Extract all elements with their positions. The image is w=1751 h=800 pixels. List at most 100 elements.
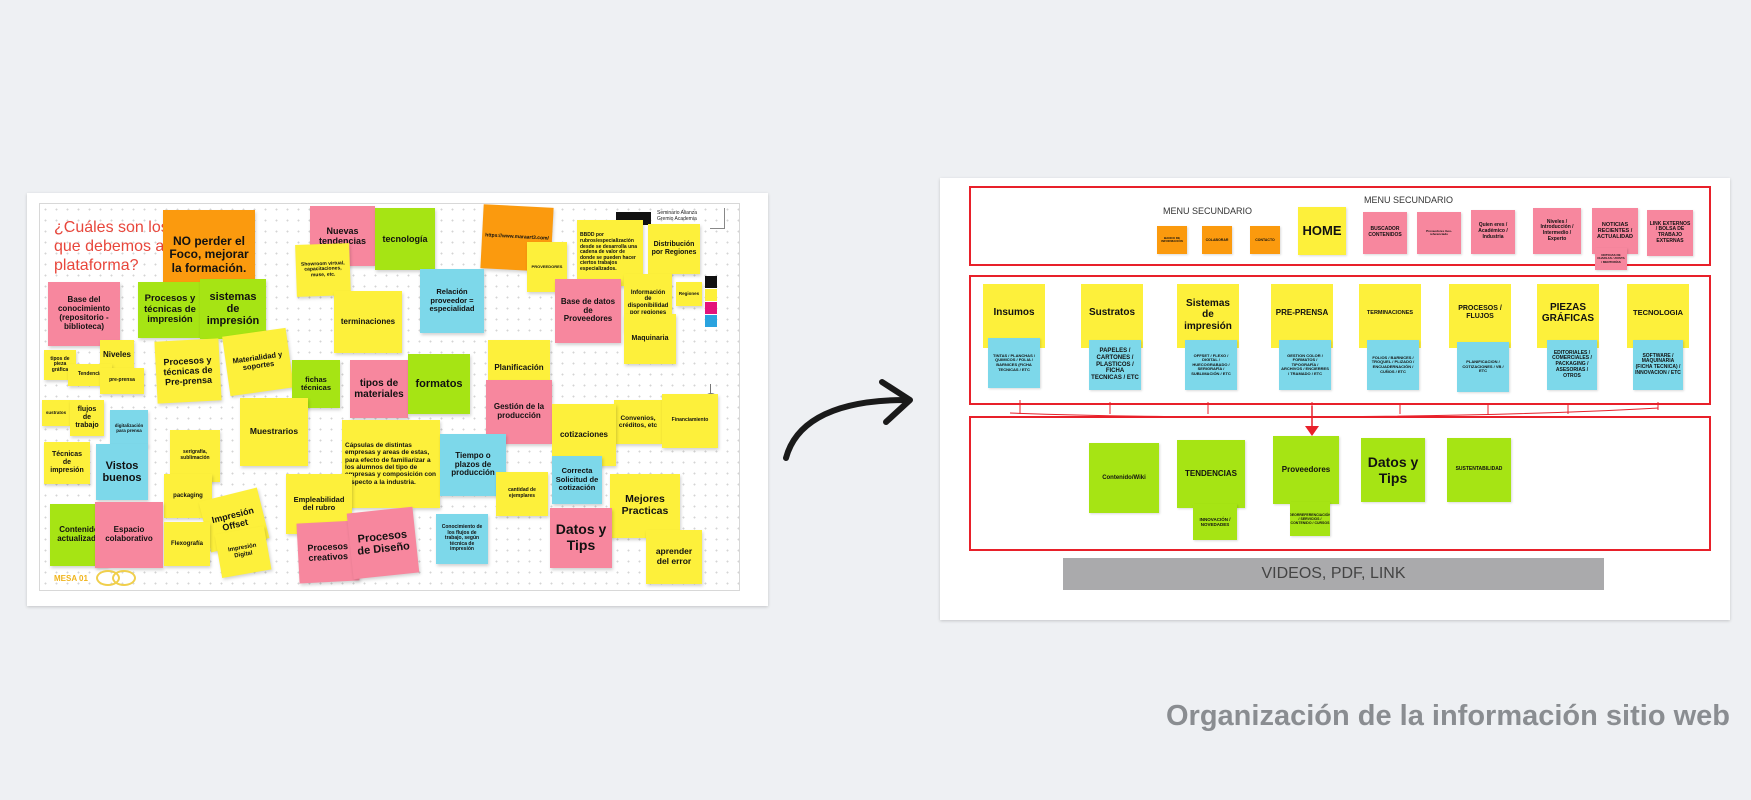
sticky-note: tipos de materiales: [350, 360, 408, 418]
media-bar: VIDEOS, PDF, LINK: [1063, 558, 1604, 590]
sticky-note: Showroom virtual, capacitaciones, muse, …: [295, 243, 351, 297]
category-column: [983, 284, 1045, 348]
category-subnote: OFFSET / FLEXO / DIGITAL / HUECOGRABADO …: [1185, 340, 1237, 390]
sticky-note: Vistos buenos: [96, 444, 148, 500]
section-item: Contenido/Wiki: [1089, 443, 1159, 513]
category-column: [1081, 284, 1143, 348]
section-item: TENDENCIAS: [1177, 440, 1245, 508]
section-item: SUSTENTABILIDAD: [1447, 438, 1511, 502]
sticky-note: Cápsulas de distintas empresas y areas d…: [342, 420, 440, 508]
category-column: [1359, 284, 1421, 348]
sticky-note: Procesos y técnicas de impresión: [138, 282, 202, 338]
category-title: PRE-PRENSA: [1275, 308, 1329, 318]
sticky-note-canvas: ¿Cuáles son los que debemos a plataforma…: [39, 203, 740, 591]
mesa-logo-2: [112, 570, 136, 586]
connector-line: [1009, 400, 1659, 436]
sticky-note: aprender del error: [646, 530, 702, 584]
slide-title: Organización de la información sitio web: [1166, 700, 1730, 732]
category-title: Sistemas de impresión: [1184, 297, 1232, 332]
category-subnote: EDITORIALES / COMERCIALES / PACKAGING / …: [1547, 340, 1597, 390]
category-title: Sustratos: [1088, 307, 1136, 319]
category-subnote: PLANIFICACION / COTIZACIONES / VB / ETC: [1457, 342, 1509, 392]
question-line-2: que debemos a: [54, 238, 165, 256]
header-note: Seminario Alianza Gremio Academia: [657, 210, 698, 222]
top-menu-item: Quien eres / Académico / Industria: [1471, 210, 1515, 254]
menu-frame: [969, 186, 1711, 266]
top-menu-subitem: NOTICIAS DE CHARLAS / AVISTA / MENTORÍAS: [1595, 248, 1627, 270]
sticky-note: Financiamiento: [662, 394, 718, 448]
sticky-note: Impresión Digital: [214, 525, 272, 579]
sections-frame: [969, 416, 1711, 551]
sticky-note: Tiempo o plazos de producción: [440, 434, 506, 496]
category-column: [1449, 284, 1511, 348]
category-title: TECNOLOGIA: [1633, 307, 1683, 317]
sticky-note: pre-prensa: [100, 368, 144, 394]
sticky-note: digitalización para prensa: [110, 410, 148, 446]
secondary-menu-item: CONTACTO: [1250, 226, 1280, 254]
sticky-note: Procesos de Diseño: [346, 506, 420, 580]
category-column: [1627, 284, 1689, 348]
section-item: Proveedores: [1273, 436, 1339, 504]
section-item: Datos y Tips: [1361, 438, 1425, 502]
home-menu-item: HOME: [1298, 207, 1346, 255]
sticky-note: Maquinaria: [624, 314, 676, 364]
sticky-note: cantidad de ejemplares: [496, 472, 548, 516]
sticky-note: Convenios, créditos, etc: [614, 400, 662, 444]
sticky-note: tecnología: [375, 208, 435, 270]
category-title: PIEZAS GRÁFICAS: [1541, 301, 1595, 325]
category-title: Insumos: [993, 307, 1035, 319]
category-subnote: FOLIOS / BARNICES / TROQUEL / PLIZADO / …: [1367, 340, 1419, 390]
sticky-note: Materialidad y soportes: [222, 327, 294, 397]
sticky-note: formatos: [408, 354, 470, 414]
question-text: ¿Cuáles son los que debemos a plataforma…: [54, 218, 169, 276]
top-menu-item: Proveedores Geo-referenciado: [1417, 212, 1461, 254]
right-board-screenshot: MENU SECUNDARIO MENU SECUNDARIO BANCO DE…: [940, 178, 1730, 620]
category-column: [1271, 284, 1333, 348]
category-subnote: GESTION COLOR / FORMATOS / TIPOGRAFÍA / …: [1279, 340, 1331, 390]
sticky-note: Base de datos de Proveedores: [555, 279, 621, 343]
swatch-black: [705, 276, 717, 288]
categories-frame: [969, 275, 1711, 405]
category-title: TERMINACIONES: [1366, 309, 1414, 316]
sticky-note: terminaciones: [334, 291, 402, 353]
sticky-note: Flexografía: [164, 522, 210, 566]
sticky-note: Distribución por Regiones: [648, 224, 700, 274]
section-subnote: INNOVACIÓN / NOVEDADES: [1193, 504, 1237, 540]
sticky-note: cotizaciones: [552, 404, 616, 466]
arrow-icon: [783, 379, 913, 461]
sticky-note: flujos de trabajo: [70, 400, 104, 436]
sticky-note: Correcta Solicitud de cotización: [552, 456, 602, 504]
category-title: PROCESOS / FLUJOS: [1458, 304, 1502, 320]
sticky-note: Base del conocimiento (repositorio - bib…: [48, 282, 120, 346]
sticky-note: Relación proveedor = especialidad: [420, 269, 484, 333]
question-line-3: plataforma?: [54, 257, 139, 275]
sticky-note: Gestión de la producción: [486, 380, 552, 444]
top-menu-item: Niveles / Introducción / Intermedio / Ex…: [1533, 208, 1581, 254]
swatch-cyan: [705, 315, 717, 327]
category-column: [1177, 284, 1239, 348]
section-subnote: GEORREFERENCIACIÓN / SERVICIOS / CONTENI…: [1290, 502, 1330, 536]
menu-label-right: MENU SECUNDARIO: [1364, 195, 1454, 205]
question-line-1: ¿Cuáles son los: [54, 219, 169, 236]
swatch-magenta: [705, 302, 717, 314]
sticky-note: Técnicas de impresión: [44, 442, 90, 484]
sticky-note: sustratos: [42, 400, 70, 426]
top-menu-item: BUSCADOR CONTENIDOS: [1363, 212, 1407, 254]
sticky-note: Conocimiento de los flujos de trabajo, s…: [436, 514, 488, 564]
sticky-note: serigrafía, sublimación: [170, 430, 220, 482]
sticky-note: sistemas de impresión: [200, 279, 266, 339]
sticky-note: Datos y Tips: [550, 508, 612, 568]
frame-corner: [710, 208, 725, 229]
top-menu-item: LINK EXTERNOS / BOLSA DE TRABAJO EXTERNA…: [1647, 210, 1693, 256]
top-menu-item: NOTICIAS RECIENTES / ACTUALIDAD: [1592, 208, 1638, 254]
category-subnote: SOFTWARE / MAQUINARIA (FICHA TECNICA) / …: [1633, 340, 1683, 390]
left-board-screenshot: ¿Cuáles son los que debemos a plataforma…: [27, 193, 768, 606]
category-subnote: TINTAS / PLANCHAS / QUIMICOS / FOLIA / B…: [988, 338, 1040, 388]
menu-label-left: MENU SECUNDARIO: [1163, 206, 1253, 216]
sticky-note: Espacio colaborativo: [95, 502, 163, 568]
category-subnote: PAPELES / CARTONES / PLASTICOS / FICHA T…: [1089, 340, 1141, 390]
category-column: [1537, 284, 1599, 348]
sticky-note: Mejores Practicas: [610, 474, 680, 538]
sticky-note: Regiones: [676, 282, 702, 306]
sticky-note: Muestrarios: [240, 398, 308, 466]
